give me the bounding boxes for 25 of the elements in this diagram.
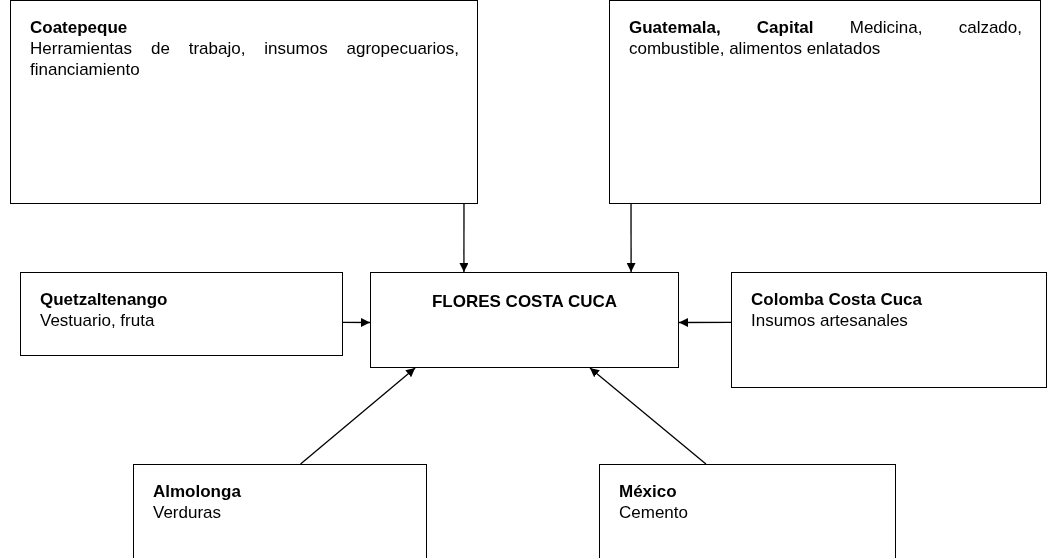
center-box	[370, 272, 679, 368]
place-heading: Quetzaltenango	[40, 289, 169, 310]
arrow	[678, 318, 732, 327]
source-box	[133, 464, 427, 558]
place-heading: Almolonga	[153, 481, 242, 502]
place-heading: FLORES COSTA CUCA	[430, 291, 619, 312]
goods-description: Guatemala, Capital Medicina, calzado, combustible, alimentos enlatados	[629, 17, 1022, 59]
source-box	[731, 272, 1047, 388]
goods-description: Verduras	[153, 502, 223, 523]
arrow	[626, 203, 636, 273]
goods-description: Herramientas de trabajo, insumos agropecuarios, financiamiento	[30, 38, 459, 80]
goods-description: Cemento	[619, 502, 689, 523]
arrow	[299, 367, 416, 465]
arrow	[459, 203, 469, 273]
place-heading: Coatepeque	[30, 17, 129, 38]
arrow	[589, 367, 707, 465]
source-box	[20, 272, 343, 356]
place-heading: México	[619, 481, 678, 502]
place-heading: Colomba Costa Cuca	[751, 289, 923, 310]
source-box	[609, 0, 1041, 204]
goods-description: Vestuario, fruta	[40, 310, 156, 331]
source-box	[10, 0, 478, 204]
source-box	[599, 464, 896, 558]
goods-description: Insumos artesanales	[751, 310, 909, 331]
arrow	[342, 317, 371, 327]
